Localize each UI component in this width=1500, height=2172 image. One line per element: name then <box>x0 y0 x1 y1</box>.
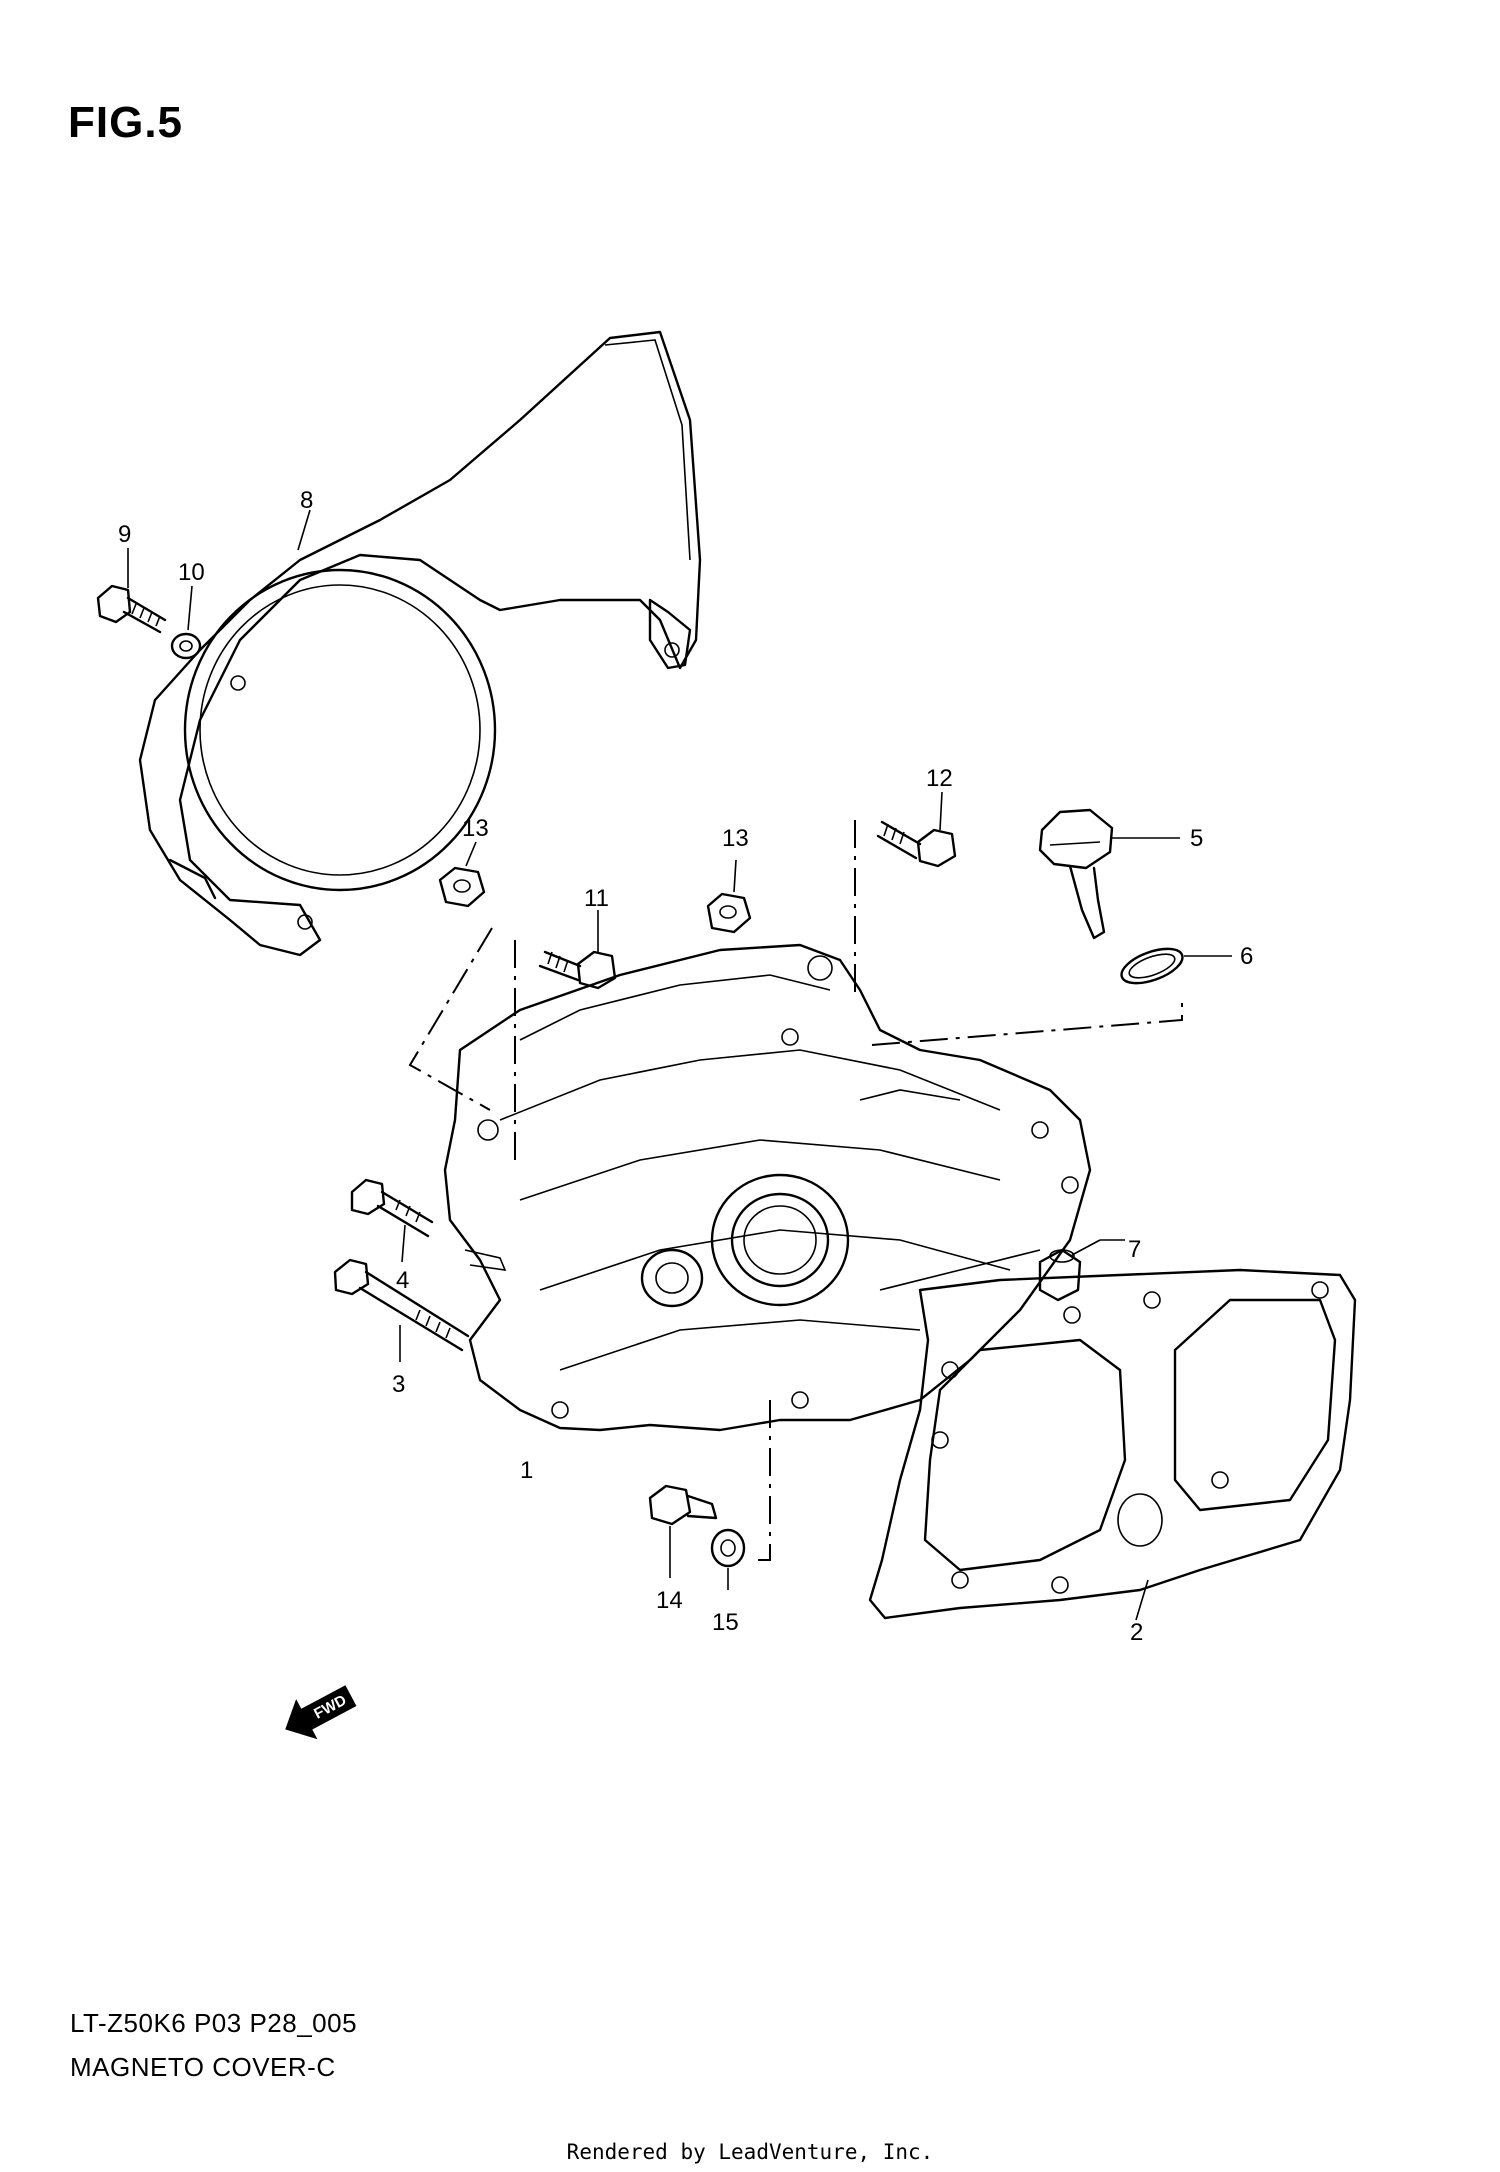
callout-8: 8 <box>300 487 313 514</box>
callout-7: 7 <box>1128 1236 1141 1263</box>
washer-part-15 <box>710 1528 746 1590</box>
callout-1: 1 <box>520 1457 533 1484</box>
fwd-arrow-icon: FWD <box>285 1685 357 1740</box>
callout-12: 12 <box>926 765 953 792</box>
part-name: MAGNETO COVER-C <box>70 2052 336 2082</box>
bolt-part-3 <box>333 1258 470 1362</box>
bolt-part-4 <box>350 1178 434 1263</box>
o-ring-part-6 <box>1120 947 1232 985</box>
callout-11: 11 <box>584 885 609 912</box>
assembly-lines <box>408 820 1183 1561</box>
filler-cap-part-5 <box>1038 808 1180 940</box>
figure-title: FIG.5 <box>68 98 184 147</box>
magneto-cover-part-8 <box>138 330 702 957</box>
callout-10: 10 <box>178 559 205 586</box>
bolt-part-11 <box>538 910 617 990</box>
nut-part-13-right <box>706 859 752 934</box>
callout-9: 9 <box>118 521 131 548</box>
bolt-part-12 <box>876 791 957 868</box>
nut-part-13-left <box>438 841 486 908</box>
crankcase-cover-part-1 <box>443 943 1092 1432</box>
callout-5: 5 <box>1190 825 1203 852</box>
gasket-part-2 <box>868 1268 1357 1621</box>
washer-part-10 <box>170 585 202 660</box>
callout-2: 2 <box>1130 1619 1143 1646</box>
render-credit: Rendered by LeadVenture, Inc. <box>566 2140 934 2164</box>
callout-6: 6 <box>1240 943 1253 970</box>
callout-4: 4 <box>396 1267 409 1294</box>
callout-14: 14 <box>656 1587 683 1614</box>
bolt-part-9 <box>96 548 167 634</box>
dowel-pin-part-7 <box>1038 1239 1125 1302</box>
callout-15: 15 <box>712 1609 739 1636</box>
callout-3: 3 <box>392 1371 405 1398</box>
model-code: LT-Z50K6 P03 P28_005 <box>70 2008 358 2038</box>
callout-13-left: 13 <box>462 815 489 842</box>
callout-13-right: 13 <box>722 825 749 852</box>
bolt-part-14 <box>648 1484 718 1578</box>
